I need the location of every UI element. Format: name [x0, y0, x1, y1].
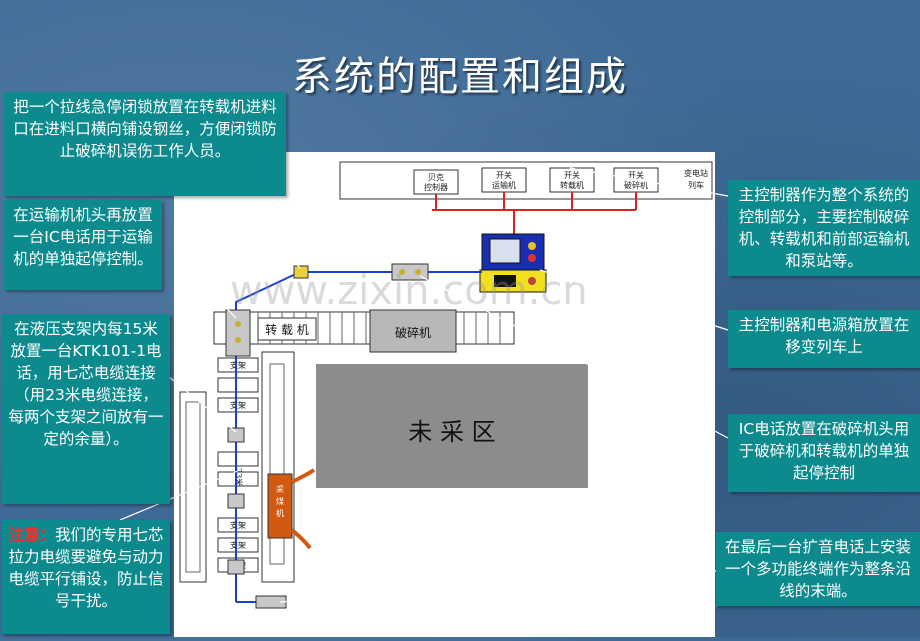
svg-text:采: 采	[276, 484, 284, 494]
callout-crusher-ic-phone: IC电话放置在破碎机头用于破碎机和转载机的单独起停控制	[728, 414, 920, 492]
main-controller	[481, 233, 545, 271]
stop-lock-device	[293, 265, 309, 279]
unmined-area	[316, 364, 588, 488]
slide-title: 系统的配置和组成	[292, 54, 628, 100]
svg-text:转 载 机: 转 载 机	[265, 322, 309, 337]
svg-text:控制器: 控制器	[424, 182, 448, 192]
svg-text:运输机: 运输机	[492, 180, 516, 190]
svg-text:机: 机	[276, 508, 284, 518]
distance-label: 23米	[234, 468, 244, 486]
svg-text:开关: 开关	[496, 170, 512, 180]
svg-text:破碎机: 破碎机	[624, 180, 648, 190]
callout-stop-lock: 把一个拉线急停闭锁放置在转载机进料口在进料口横向铺设钢丝，方便闭锁防止破碎机误伤…	[4, 92, 286, 196]
ktk-phone-3	[227, 559, 245, 575]
watermark: www.zixin.com.cn	[230, 268, 588, 314]
note-label: 注意：	[8, 526, 55, 544]
svg-text:支架: 支架	[230, 520, 246, 530]
svg-text:支架: 支架	[230, 540, 246, 550]
callout-terminal: 在最后一台扩音电话上安装一个多功能终端作为整条沿线的末端。	[716, 532, 920, 606]
support-frames	[217, 357, 259, 573]
svg-text:破碎机: 破碎机	[395, 325, 431, 340]
svg-text:支架: 支架	[230, 360, 246, 370]
crusher: 破碎机	[369, 309, 457, 353]
svg-text:贝克: 贝克	[428, 173, 444, 182]
loader-label-box: 转 载 机	[257, 317, 317, 341]
ic-phone-conveyor-head	[225, 309, 251, 357]
note-text: 我们的专用七芯拉力电缆要避免与动力电缆平行铺设，防止信号干扰。	[8, 526, 164, 610]
ktk-phone-2	[227, 493, 245, 509]
switch-room	[339, 161, 713, 200]
diagram-svg: 贝克 控制器 开关 运输机 开关 转载机 开关 破碎机 变电站 列车	[179, 161, 713, 609]
callout-main-controller: 主控制器作为整个系统的控制部分，主要控制破碎机、转载机和前部运输机和泵站等。	[728, 180, 920, 276]
power-box	[479, 269, 547, 293]
ic-phone-crusher	[391, 263, 429, 281]
callout-power-box: 主控制器和电源箱放置在移变列车上	[728, 310, 920, 368]
callout-cable-note: 注意：我们的专用七芯拉力电缆要避免与动力电缆平行铺设，防止信号干扰。	[2, 520, 170, 634]
svg-text:煤: 煤	[276, 496, 284, 506]
unmined-area-label: 未 采 区	[408, 418, 495, 446]
callout-conveyor-ic-phone: 在运输机机头再放置一台IC电话用于运输机的单独起停控制。	[4, 200, 162, 290]
svg-text:支架: 支架	[230, 400, 246, 410]
power-bus	[432, 192, 637, 236]
callout-ktk-phones: 在液压支架内每15米放置一台KTK101-1电话，用七芯电缆连接（用23米电缆连…	[2, 314, 170, 504]
switch-box-crusher: 开关 破碎机	[613, 167, 659, 193]
system-diagram: 贝克 控制器 开关 运输机 开关 转载机 开关 破碎机 变电站 列车	[174, 152, 715, 637]
svg-text:开关: 开关	[564, 170, 580, 180]
switch-box-becker: 贝克 控制器	[413, 169, 459, 195]
ktk-phone-1	[227, 427, 245, 443]
shearer: 采 煤 机	[267, 468, 316, 550]
substation-label-2: 列车	[688, 180, 704, 190]
svg-text:开关: 开关	[628, 170, 644, 180]
face-conveyor-left	[179, 391, 207, 583]
substation-label-1: 变电站	[684, 168, 708, 178]
svg-text:转载机: 转载机	[560, 180, 584, 190]
